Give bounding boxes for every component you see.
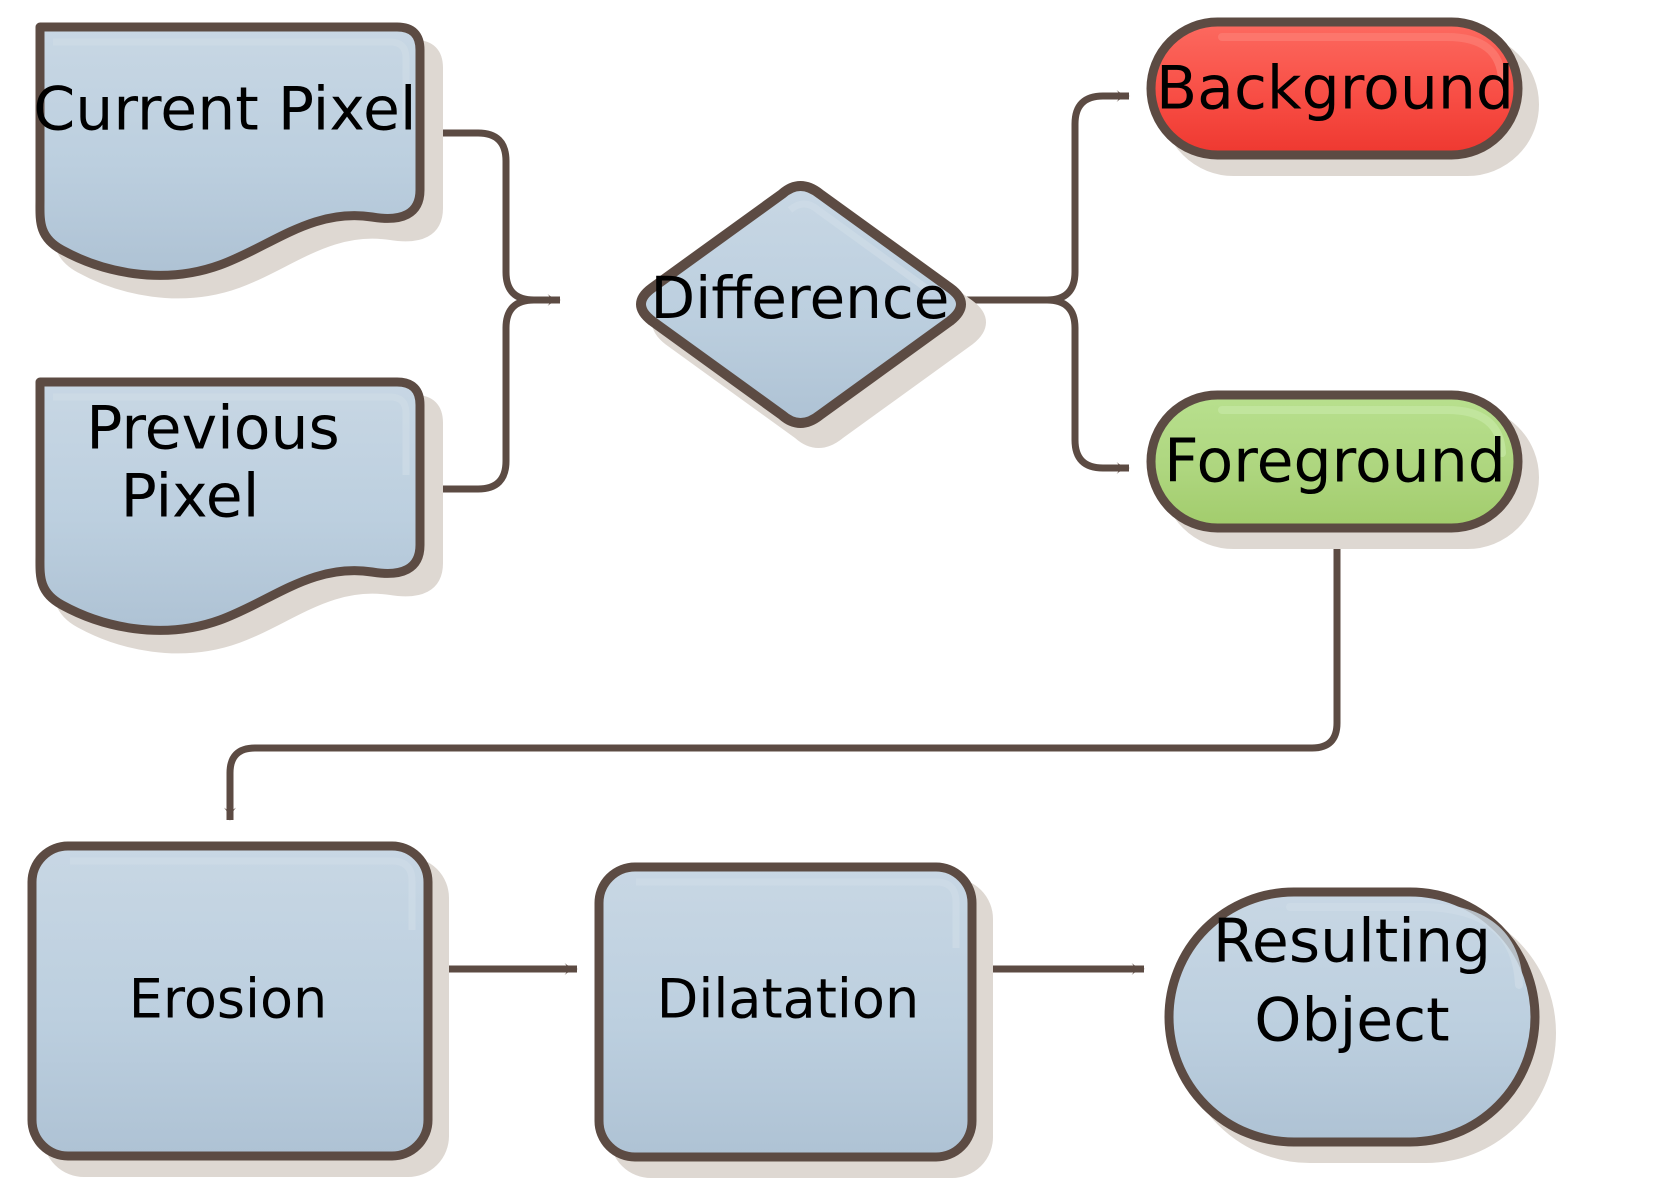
foreground-label: Foreground <box>1164 427 1506 497</box>
dilatation-inner-highlight <box>636 878 960 948</box>
node-previous-pixel[interactable]: Previous Pixel <box>35 377 443 654</box>
difference-shape <box>636 181 966 428</box>
node-difference[interactable]: Difference <box>636 181 986 448</box>
node-resulting-object[interactable]: Resulting Object <box>1164 887 1556 1163</box>
previous-pixel-label-line1: Previous <box>86 394 340 464</box>
erosion-shape <box>27 841 433 1161</box>
erosion-label: Erosion <box>129 968 328 1031</box>
resulting-object-shape <box>1164 887 1540 1147</box>
current-pixel-shape <box>35 22 425 280</box>
current-pixel-inner-highlight <box>53 38 410 120</box>
erosion-inner-highlight <box>70 857 416 930</box>
previous-pixel-label-line2: Pixel <box>121 462 260 532</box>
difference-inner-highlight <box>787 200 933 294</box>
node-background[interactable]: Background <box>1146 17 1539 176</box>
background-shape <box>1146 17 1523 160</box>
background-label: Background <box>1156 54 1514 124</box>
previous-pixel-inner-highlight <box>53 393 410 475</box>
edge-difference-to-foreground <box>1046 296 1131 474</box>
resulting-object-inner-highlight <box>1286 903 1523 989</box>
resulting-object-label-line1: Resulting <box>1213 907 1491 977</box>
current-pixel-label: Current Pixel <box>33 75 416 145</box>
foreground-shape <box>1146 390 1523 533</box>
dilatation-shape <box>594 862 977 1162</box>
resulting-object-label-line2: Object <box>1254 986 1449 1056</box>
dilatation-label: Dilatation <box>657 968 919 1031</box>
edge-previous-to-difference <box>398 296 560 493</box>
background-inner-highlight <box>1218 33 1506 84</box>
connector-layer <box>224 90 1341 975</box>
edge-difference-to-background <box>1046 90 1131 304</box>
node-erosion[interactable]: Erosion <box>27 841 449 1177</box>
node-current-pixel[interactable]: Current Pixel <box>33 22 443 299</box>
foreground-inner-highlight <box>1218 406 1506 457</box>
node-dilatation[interactable]: Dilatation <box>594 862 993 1178</box>
node-foreground[interactable]: Foreground <box>1146 390 1539 549</box>
previous-pixel-shape <box>35 377 425 635</box>
edge-foreground-to-erosion <box>224 540 1341 822</box>
difference-label: Difference <box>650 264 949 332</box>
